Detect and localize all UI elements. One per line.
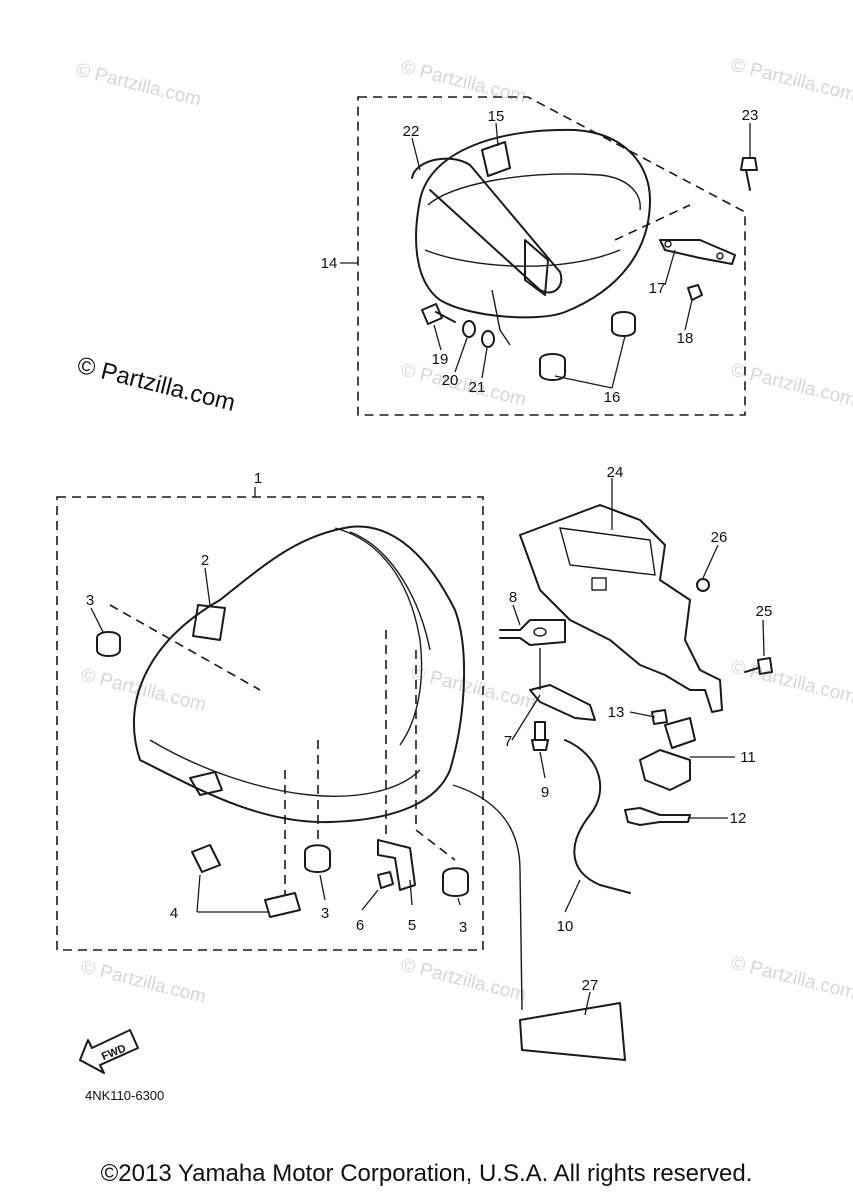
grab-rail-handle bbox=[524, 239, 549, 296]
callout-20: 20 bbox=[442, 372, 459, 389]
damper-16a bbox=[611, 311, 636, 337]
rear-seat-boundary bbox=[357, 96, 746, 416]
callout-23: 23 bbox=[742, 107, 759, 124]
damper-3c bbox=[442, 867, 469, 897]
fwd-arrow: FWD bbox=[79, 1029, 139, 1074]
watermark-2: © Partzilla.com bbox=[399, 56, 528, 107]
callout-15: 15 bbox=[488, 108, 505, 125]
callout-4: 4 bbox=[170, 905, 178, 922]
label-15-patch bbox=[481, 141, 511, 177]
main-seat-body bbox=[132, 525, 466, 824]
bracket-17 bbox=[659, 239, 736, 265]
rear-seat-side bbox=[424, 249, 621, 267]
callout-3c: 3 bbox=[459, 919, 467, 936]
nut-18 bbox=[687, 284, 703, 301]
bolt-9 bbox=[531, 721, 549, 751]
watermark-6: © Partzilla.com bbox=[79, 664, 208, 715]
fwd-label: FWD bbox=[100, 1042, 128, 1063]
main-seat-top bbox=[149, 739, 421, 797]
watermark-large: © Partzilla.com bbox=[75, 352, 238, 417]
grab-rail bbox=[411, 157, 563, 294]
watermark-1: © Partzilla.com bbox=[74, 59, 203, 110]
callout-24: 24 bbox=[607, 464, 624, 481]
bracket-5 bbox=[377, 839, 416, 891]
damper-3b bbox=[304, 844, 331, 873]
watermark-9: © Partzilla.com bbox=[79, 956, 208, 1007]
main-seat-boundary bbox=[56, 496, 484, 951]
callout-18: 18 bbox=[677, 330, 694, 347]
main-seat-backrest bbox=[334, 527, 423, 746]
callout-6: 6 bbox=[356, 917, 364, 934]
damper-16b bbox=[539, 353, 566, 381]
bracket-8 bbox=[499, 619, 566, 646]
rear-seat-assembly bbox=[357, 96, 758, 416]
callout-22: 22 bbox=[403, 123, 420, 140]
label-2-patch bbox=[192, 604, 226, 641]
label-27 bbox=[519, 1002, 626, 1061]
rear-seat-body bbox=[415, 128, 651, 319]
callout-1: 1 bbox=[254, 470, 262, 487]
bracket-12 bbox=[624, 807, 691, 826]
callout-8: 8 bbox=[509, 589, 517, 606]
watermark-5: © Partzilla.com bbox=[729, 359, 853, 410]
callout-7: 7 bbox=[504, 733, 512, 750]
nut-6 bbox=[377, 871, 394, 889]
callouts: 1 2 3 3 3 4 5 6 7 8 9 10 11 12 13 14 15 … bbox=[86, 107, 773, 994]
callout-3b: 3 bbox=[321, 905, 329, 922]
callout-17: 17 bbox=[649, 280, 666, 297]
callout-10: 10 bbox=[557, 918, 574, 935]
callout-26: 26 bbox=[711, 529, 728, 546]
cable-10 bbox=[564, 739, 631, 894]
callout-21: 21 bbox=[469, 379, 486, 396]
watermark-3: © Partzilla.com bbox=[729, 54, 853, 105]
watermark-7: © Partzilla.com bbox=[409, 662, 538, 713]
callout-2: 2 bbox=[201, 552, 209, 569]
bolt-25 bbox=[744, 657, 773, 675]
screw-13 bbox=[651, 709, 668, 725]
watermark-8: © Partzilla.com bbox=[729, 656, 853, 707]
callout-25: 25 bbox=[756, 603, 773, 620]
callout-16: 16 bbox=[604, 389, 621, 406]
seat-lock-11 bbox=[639, 749, 691, 791]
watermark-10: © Partzilla.com bbox=[399, 954, 528, 1005]
side-cover-24 bbox=[519, 504, 723, 713]
callout-27: 27 bbox=[582, 977, 599, 994]
washer-21 bbox=[481, 330, 495, 348]
callout-9: 9 bbox=[541, 784, 549, 801]
nut-26 bbox=[696, 578, 710, 592]
diagram-code: 4NK110-6300 bbox=[85, 1088, 164, 1103]
main-seat-assembly bbox=[56, 496, 523, 1011]
side-cover-parts bbox=[499, 504, 773, 1061]
rear-seat-top bbox=[427, 173, 641, 211]
fwd-arrow-icon bbox=[79, 1029, 139, 1074]
callout-19: 19 bbox=[432, 351, 449, 368]
callout-13: 13 bbox=[608, 704, 625, 721]
callout-14: 14 bbox=[321, 255, 338, 272]
callout-12: 12 bbox=[730, 810, 747, 827]
watermarks: © Partzilla.com © Partzilla.com © Partzi… bbox=[74, 54, 853, 1007]
washer-20 bbox=[462, 320, 476, 338]
bolt-19 bbox=[421, 303, 456, 325]
damper-3a bbox=[96, 631, 121, 657]
callout-5: 5 bbox=[408, 917, 416, 934]
watermark-11: © Partzilla.com bbox=[729, 952, 853, 1003]
callout-3a: 3 bbox=[86, 592, 94, 609]
copyright-notice: ©2013 Yamaha Motor Corporation, U.S.A. A… bbox=[100, 1160, 753, 1187]
callout-11: 11 bbox=[740, 749, 756, 766]
nut-4a bbox=[191, 844, 221, 873]
nut-4b bbox=[264, 892, 301, 918]
bracket-7 bbox=[529, 684, 596, 721]
watermark-4: © Partzilla.com bbox=[399, 359, 528, 410]
seat-tab bbox=[189, 771, 223, 796]
bolt-23 bbox=[740, 157, 758, 191]
callout-leaders bbox=[90, 122, 765, 1016]
